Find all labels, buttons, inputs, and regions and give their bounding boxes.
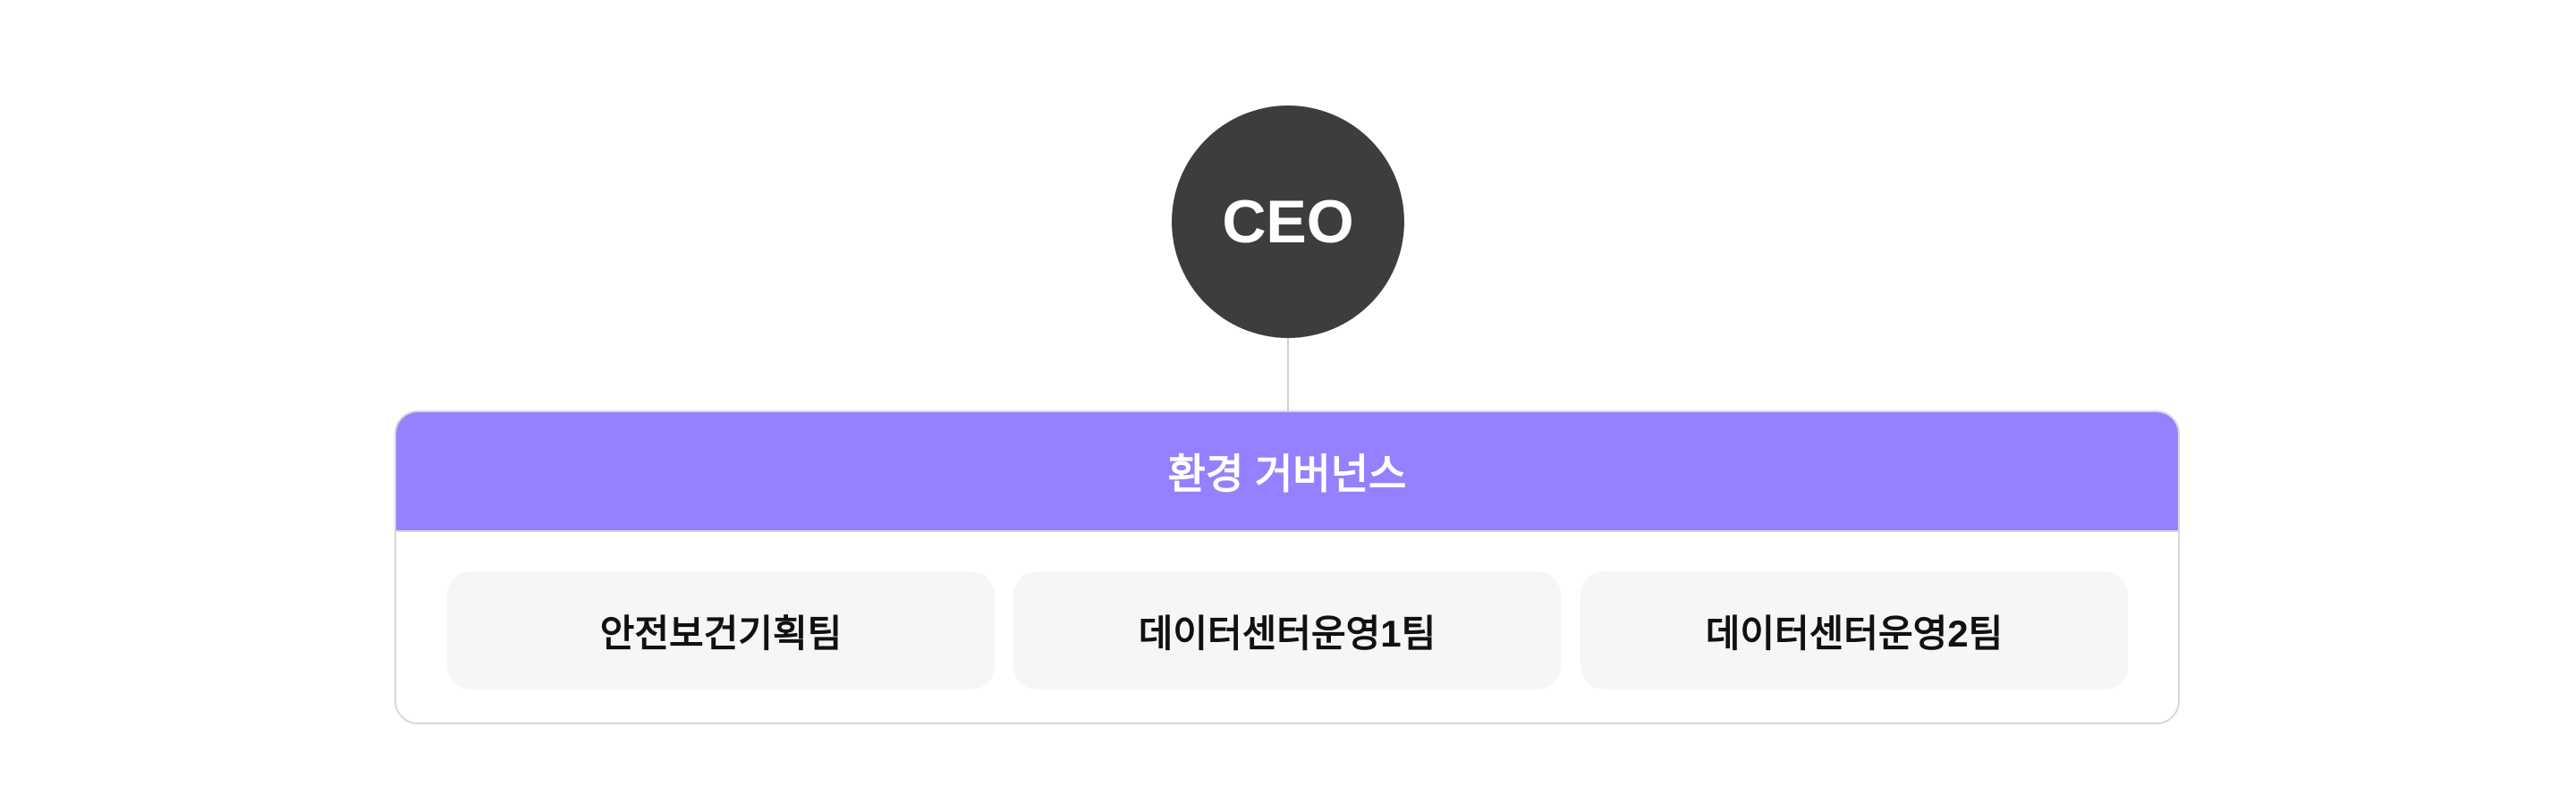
ceo-label: CEO <box>1222 188 1354 256</box>
connector-line <box>1287 338 1289 411</box>
team-label: 안전보건기획팀 <box>599 612 843 655</box>
team-label: 데이터센터운영1팀 <box>1138 612 1436 655</box>
team-card-datacenter-ops-1[interactable]: 데이터센터운영1팀 <box>1013 571 1561 689</box>
ceo-node[interactable]: CEO <box>1172 106 1404 338</box>
team-card-datacenter-ops-2[interactable]: 데이터센터운영2팀 <box>1580 571 2128 689</box>
environment-governance-group: 환경 거버넌스 안전보건기획팀 데이터센터운영1팀 데이터센터운영2팀 <box>394 410 2180 724</box>
group-header[interactable]: 환경 거버넌스 <box>396 412 2178 532</box>
team-card-safety-health-planning[interactable]: 안전보건기획팀 <box>447 571 995 689</box>
group-title: 환경 거버넌스 <box>1167 451 1407 497</box>
team-label: 데이터센터운영2팀 <box>1705 612 2004 655</box>
